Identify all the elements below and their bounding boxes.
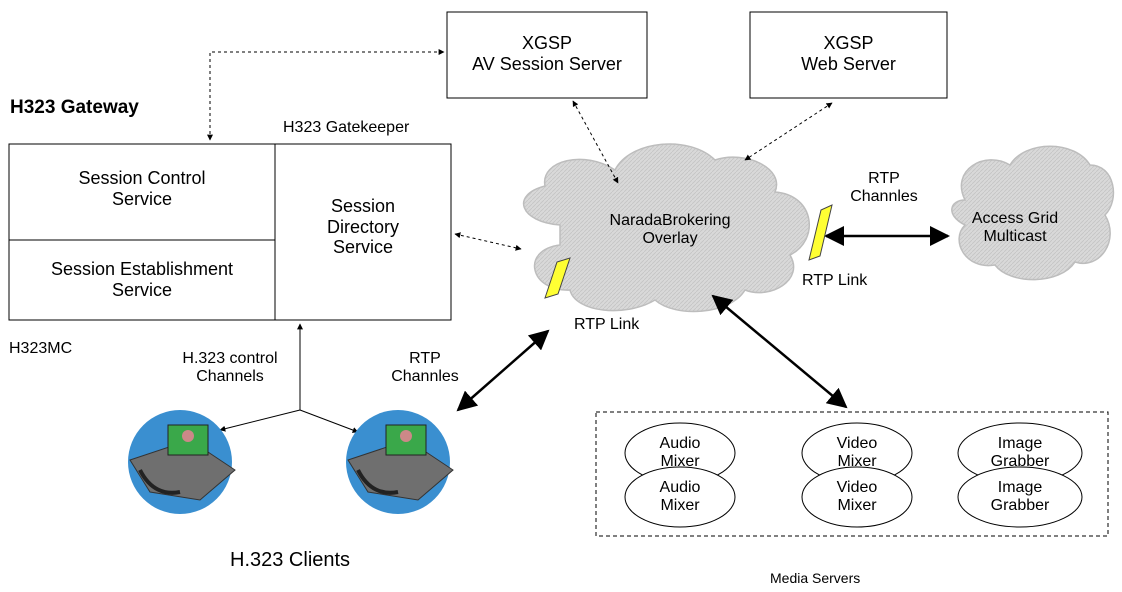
rtp-channels-right-line2: Channles	[850, 188, 918, 206]
media-servers-label: Media Servers	[770, 570, 861, 586]
media-rtp-link	[711, 294, 848, 409]
audio-mixer-1-line2: Mixer	[660, 453, 700, 471]
h323-client-phone-2	[346, 410, 454, 514]
session-establishment-line2: Service	[111, 279, 173, 300]
media-servers-box	[595, 411, 1109, 537]
gateway-box	[8, 143, 452, 321]
narada-line2: Overlay	[642, 230, 698, 248]
session-establishment-service: Session Establishment Service	[9, 259, 275, 300]
narada-overlay-cloud	[523, 143, 810, 313]
image-grabber-2-line2: Grabber	[990, 497, 1050, 515]
session-control-line2: Service	[111, 188, 173, 209]
web-to-narada-link	[744, 102, 833, 161]
session-control-line1: Session Control	[78, 168, 206, 188]
media-video-mixer-2: Video Mixer	[802, 479, 912, 516]
h323-control-line1: H.323 control	[182, 350, 278, 367]
session-directory-line3: Service	[332, 237, 394, 258]
h323-client-phone-1	[128, 410, 236, 514]
video-mixer-2-line1: Video	[836, 479, 878, 496]
access-grid-cloud	[951, 145, 1115, 281]
av-session-line1: XGSP	[521, 33, 573, 53]
h323-clients-label: H.323 Clients	[230, 549, 351, 571]
av-session-line2: AV Session Server	[472, 53, 622, 74]
audio-mixer-1-line1: Audio	[659, 435, 701, 452]
media-video-mixer-1: Video Mixer	[802, 435, 912, 472]
rtp-channels-left: RTP Channles	[385, 350, 465, 387]
access-grid-line2: Multicast	[983, 228, 1047, 246]
access-grid-label: Access Grid Multicast	[950, 210, 1080, 247]
media-image-grabber-2: Image Grabber	[958, 479, 1082, 516]
image-grabber-1-line1: Image	[997, 435, 1043, 452]
session-control-service: Session Control Service	[9, 168, 275, 209]
audio-mixer-2-line2: Mixer	[660, 497, 700, 515]
narada-line1: NaradaBrokering	[609, 212, 731, 229]
access-grid-line1: Access Grid	[971, 210, 1059, 227]
web-server: XGSP Web Server	[750, 33, 947, 74]
h323mc-label: H323MC	[9, 340, 73, 357]
video-mixer-2-line2: Mixer	[837, 497, 877, 515]
session-establishment-line1: Session Establishment	[50, 259, 234, 279]
media-ellipses	[624, 422, 1083, 528]
client-rtp-link	[456, 329, 550, 412]
av-session-server: XGSP AV Session Server	[447, 33, 647, 74]
gatekeeper-label: H323 Gatekeeper	[283, 119, 410, 136]
audio-mixer-2-line1: Audio	[659, 479, 701, 496]
rtp-link-right-label: RTP Link	[802, 272, 868, 289]
session-directory-service: Session Directory Service	[275, 196, 451, 258]
rtp-link-left-label: RTP Link	[574, 316, 640, 333]
h323-control-line2: Channels	[196, 368, 264, 386]
narada-overlay-label: NaradaBrokering Overlay	[580, 212, 760, 249]
av-session-server-box	[446, 11, 648, 99]
directory-to-narada-link	[454, 232, 522, 251]
control-channel-left	[219, 409, 301, 432]
rtp-channels-right: RTP Channles	[834, 170, 934, 207]
image-grabber-2-line1: Image	[997, 479, 1043, 496]
gateway-title: H323 Gateway	[10, 97, 139, 118]
session-directory-line2: Directory	[326, 216, 399, 237]
rtp-link-right-symbol	[808, 204, 833, 261]
rtp-channels-left-line1: RTP	[409, 350, 441, 367]
web-server-line2: Web Server	[801, 53, 896, 74]
web-server-box	[749, 11, 948, 99]
rtp-link-left-symbol	[544, 257, 571, 299]
h323-control-channels: H.323 control Channels	[165, 350, 295, 387]
video-mixer-1-line2: Mixer	[837, 453, 877, 471]
image-grabber-1-line2: Grabber	[990, 453, 1050, 471]
media-audio-mixer-1: Audio Mixer	[625, 435, 735, 472]
video-mixer-1-line1: Video	[836, 435, 878, 452]
media-image-grabber-1: Image Grabber	[958, 435, 1082, 472]
media-audio-mixer-2: Audio Mixer	[625, 479, 735, 516]
session-directory-line1: Session	[330, 196, 396, 216]
control-channel-right	[299, 409, 359, 433]
rtp-channels-left-line2: Channles	[391, 368, 459, 386]
rtp-channels-right-line1: RTP	[868, 170, 900, 187]
web-server-line1: XGSP	[823, 33, 874, 53]
